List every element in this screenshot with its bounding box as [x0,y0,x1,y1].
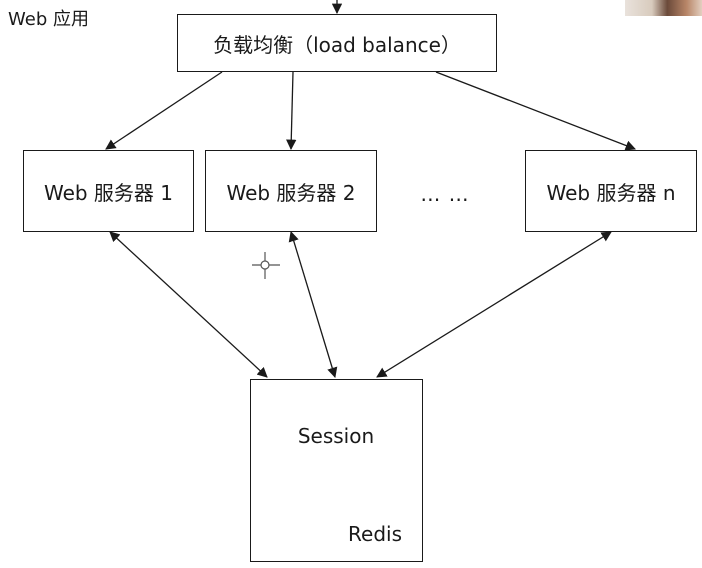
lb-to-servern-arrow [435,71,636,151]
server2-redis-arrow [288,231,338,378]
lb-to-server2-arrow [286,71,297,151]
session-label: Session [297,424,375,448]
presenter-video-thumbnail [625,0,702,16]
web-server-n-box: Web 服务器 n [525,150,697,232]
lb-to-server1-arrow [105,71,223,150]
web-server-2-box: Web 服务器 2 [205,150,377,232]
web-server-n-label: Web 服务器 n [546,180,676,205]
web-server-2-label: Web 服务器 2 [226,180,356,205]
web-server-1-label: Web 服务器 1 [43,180,174,205]
redis-label: Redis [348,522,402,546]
load-balancer-label: 负载均衡（load balance） [213,32,461,57]
server1-redis-arrow [109,231,268,378]
servern-redis-arrow [376,231,612,378]
web-server-1-box: Web 服务器 1 [23,150,194,232]
move-cursor-icon [252,252,280,279]
more-servers-ellipsis: … … [420,182,470,206]
load-balancer-box: 负载均衡（load balance） [177,14,497,72]
redis-box: Redis [250,379,423,562]
diagram-title: Web 应用 [8,9,89,30]
